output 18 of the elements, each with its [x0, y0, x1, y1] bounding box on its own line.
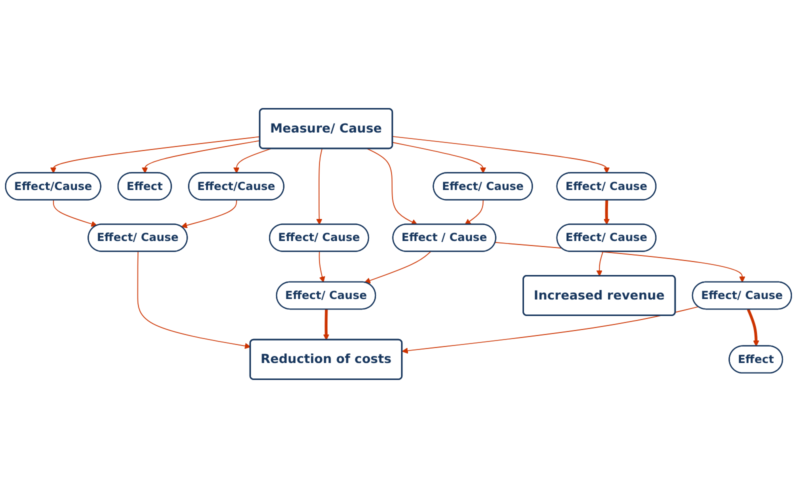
arrow	[604, 200, 610, 225]
arrow	[316, 148, 322, 225]
arrow	[366, 148, 418, 225]
arrow	[402, 306, 699, 354]
arrow	[142, 140, 260, 174]
arrow	[50, 136, 260, 174]
arrow	[746, 308, 760, 346]
arrow	[464, 200, 484, 225]
arrow	[596, 251, 604, 276]
arrow	[392, 142, 486, 174]
arrow	[181, 200, 237, 228]
arrow	[52, 200, 98, 227]
arrow	[233, 148, 272, 174]
arrow	[364, 251, 432, 284]
arrow	[323, 309, 330, 340]
arrow	[318, 251, 326, 283]
arrow	[392, 136, 610, 174]
arrow	[137, 251, 251, 349]
